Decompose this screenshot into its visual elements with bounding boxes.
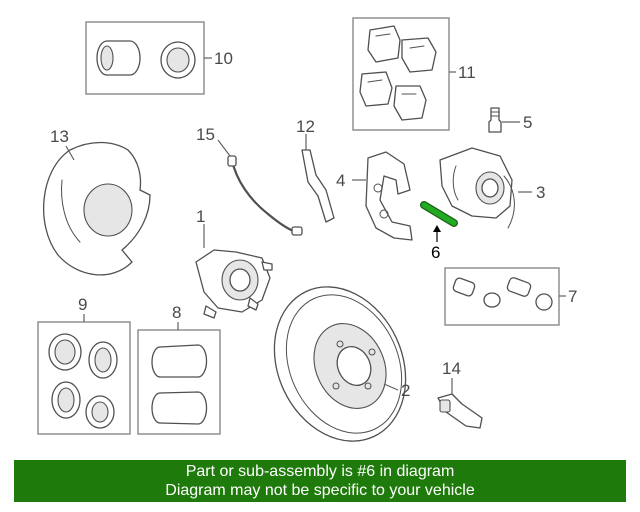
part-4-caliper-bracket[interactable] [352,151,413,241]
part-number-9: 9 [78,295,87,314]
banner-line-disclaimer: Diagram may not be specific to your vehi… [165,482,475,499]
part-15-brake-hose[interactable] [217,139,303,236]
part-7-slide-pin-kit[interactable] [444,267,566,326]
part-number-6: 6 [431,243,440,262]
part-number-15: 15 [196,125,215,144]
part-9-seal-kit[interactable] [37,314,131,435]
part-3-brake-caliper[interactable] [439,147,532,229]
part-10-piston-seal-kit[interactable] [85,21,212,95]
part-number-4: 4 [336,171,345,190]
part-12-bracket[interactable] [301,134,335,223]
part-number-12: 12 [296,117,315,136]
part-1-wheel-hub[interactable] [195,224,273,319]
part-number-2: 2 [401,381,410,400]
part-number-1: 1 [196,207,205,226]
part-number-10: 10 [214,49,233,68]
part-number-14: 14 [442,359,461,378]
part-number-7: 7 [568,287,577,306]
part-13-dust-shield[interactable] [42,141,151,276]
part-number-5: 5 [523,113,532,132]
part-info-banner: Part or sub-assembly is #6 in diagram Di… [14,460,626,502]
part-number-3: 3 [536,183,545,202]
part-2-brake-rotor[interactable] [250,265,430,462]
part-11-brake-pad-set[interactable] [352,17,456,131]
part-14-abs-sensor[interactable] [437,378,483,429]
banner-background [14,460,626,502]
banner-line-part: Part or sub-assembly is #6 in diagram [185,463,455,480]
part-8-pistons[interactable] [137,322,221,435]
part-6-guide-pin[interactable] [420,201,458,242]
part-number-13: 13 [50,127,69,146]
part-number-8: 8 [172,303,181,322]
part-number-11: 11 [458,63,476,82]
part-5-bleeder-screw[interactable] [488,107,520,133]
